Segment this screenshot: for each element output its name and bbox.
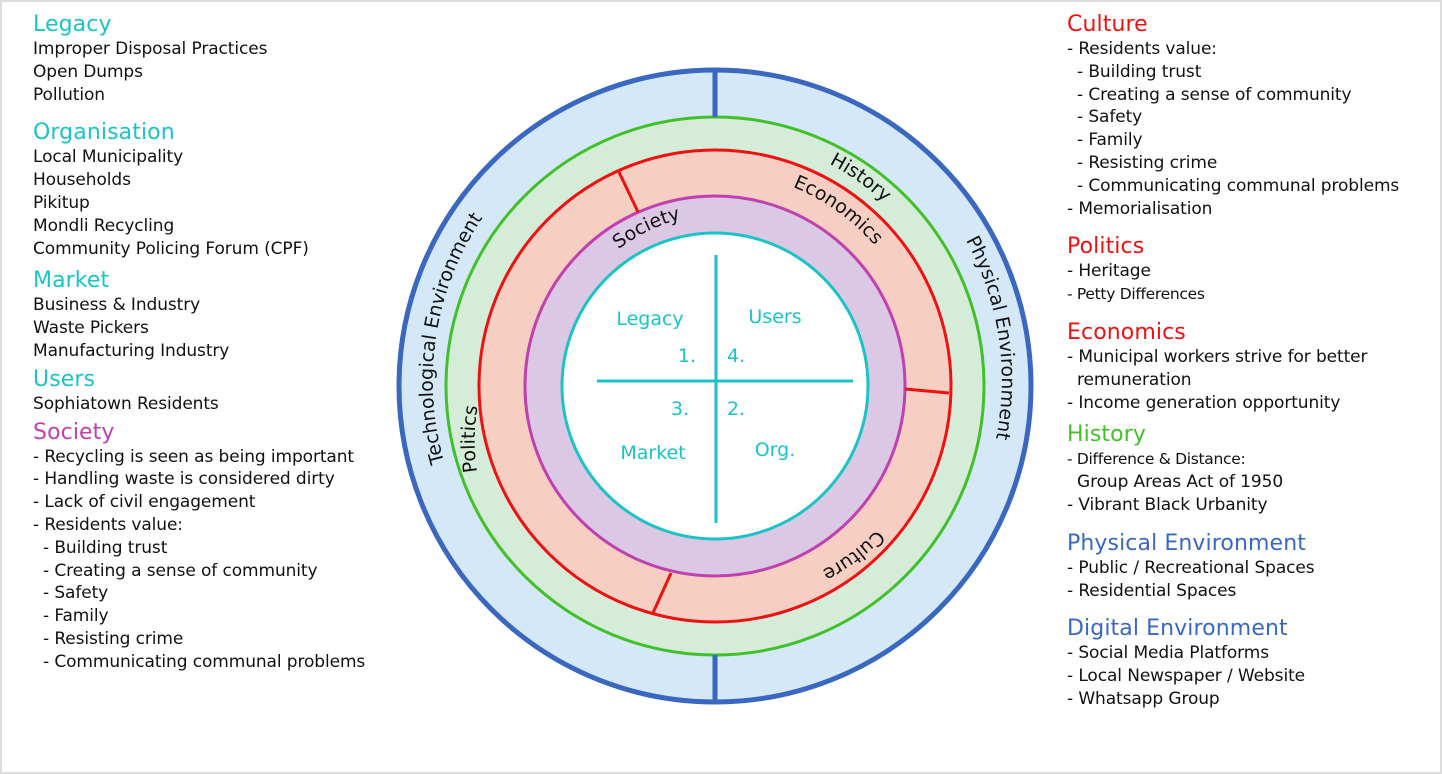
market-item: Waste Pickers (33, 318, 149, 339)
economics-heading: Economics (1067, 319, 1186, 345)
red-ring-divider (651, 572, 673, 614)
society-section: Society - Recycling is seen as being imp… (33, 420, 403, 674)
physical-environment-item: - Public / Recreational Spaces (1067, 557, 1315, 578)
legacy-heading: Legacy (33, 12, 112, 37)
organisation-item: Mondli Recycling (33, 215, 175, 236)
society-sub-item: - Safety (43, 583, 109, 604)
organisation-item: Households (33, 170, 131, 191)
physical-environment-heading: Physical Environment (1067, 530, 1306, 556)
quadrant-number-2: 2. (727, 398, 745, 420)
legacy-item: Open Dumps (33, 61, 143, 82)
economics-section: Economics - Municipal workers strive for… (1067, 320, 1437, 414)
digital-environment-section: Digital Environment - Social Media Platf… (1067, 616, 1437, 710)
economics-item: - Income generation opportunity (1067, 392, 1341, 413)
quadrant-number-1: 1. (678, 345, 696, 367)
market-item: Manufacturing Industry (33, 340, 230, 361)
culture-sub-item: - Communicating communal problems (1077, 175, 1400, 196)
society-item: - Handling waste is considered dirty (33, 469, 335, 490)
organisation-heading: Organisation (33, 120, 175, 146)
red-ring-divider (904, 387, 950, 395)
quadrant-label-org: Org. (755, 439, 796, 461)
society-sub-item: - Family (43, 606, 109, 627)
history-item: - Vibrant Black Urbanity (1067, 494, 1268, 515)
economics-item: remuneration (1077, 369, 1192, 390)
politics-item: - Petty Differences (1067, 285, 1205, 304)
users-heading: Users (33, 366, 96, 392)
legacy-item: Pollution (33, 84, 105, 105)
digital-environment-item: - Social Media Platforms (1067, 643, 1269, 664)
organisation-item: Pikitup (33, 192, 90, 213)
market-item: Business & Industry (33, 295, 201, 316)
quadrant-label-legacy: Legacy (616, 308, 683, 330)
right-panel: Culture - Residents value: - Building tr… (1067, 12, 1437, 711)
digital-environment-item: - Local Newspaper / Website (1067, 666, 1305, 687)
culture-item: - Residents value: (1067, 39, 1217, 59)
history-item: Group Areas Act of 1950 (1077, 472, 1284, 493)
society-sub-item: - Communicating communal problems (43, 651, 366, 672)
society-sub-item: - Building trust (43, 537, 168, 558)
organisation-item: Local Municipality (33, 147, 184, 168)
quadrant-label-market: Market (620, 442, 685, 464)
culture-sub-item: - Building trust (1077, 61, 1202, 82)
politics-section: Politics - Heritage - Petty Differences (1067, 234, 1437, 306)
society-item: - Residents value: (33, 514, 183, 535)
society-sub-item: - Creating a sense of community (43, 560, 318, 581)
society-item: - Recycling is seen as being important (33, 446, 354, 467)
market-heading: Market (33, 268, 110, 294)
left-panel: Legacy Improper Disposal Practices Open … (33, 12, 403, 674)
culture-sub-item: - Resisting crime (1077, 152, 1218, 173)
culture-heading: Culture (1067, 12, 1148, 37)
organisation-section: Organisation Local Municipality Househol… (33, 120, 403, 260)
organisation-item: Community Policing Forum (CPF) (33, 238, 309, 259)
market-section: Market Business & Industry Waste Pickers… (33, 268, 403, 362)
politics-item: - Heritage (1067, 261, 1151, 282)
legacy-section: Legacy Improper Disposal Practices Open … (33, 12, 403, 106)
culture-sub-item: - Family (1077, 130, 1143, 151)
culture-sub-item: - Safety (1077, 107, 1143, 128)
culture-section: Culture - Residents value: - Building tr… (1067, 12, 1437, 220)
history-heading: History (1067, 422, 1146, 448)
culture-item: - Memorialisation (1067, 198, 1213, 219)
users-section: Users Sophiatown Residents (33, 367, 403, 416)
economics-item: - Municipal workers strive for better (1067, 346, 1368, 367)
society-item: - Lack of civil engagement (33, 492, 256, 513)
red-ring-divider (616, 169, 640, 213)
quadrant-number-3: 3. (671, 398, 689, 420)
quadrant-number-4: 4. (727, 345, 745, 367)
physical-environment-item: - Residential Spaces (1067, 580, 1237, 601)
history-item: - Difference & Distance: (1067, 450, 1246, 469)
society-sub-item: - Resisting crime (43, 628, 184, 649)
history-section: History - Difference & Distance: Group A… (1067, 422, 1437, 516)
digital-environment-item: - Whatsapp Group (1067, 688, 1220, 709)
digital-environment-heading: Digital Environment (1067, 616, 1288, 642)
quadrant-label-users: Users (748, 306, 801, 328)
politics-heading: Politics (1067, 234, 1145, 260)
physical-environment-section: Physical Environment - Public / Recreati… (1067, 531, 1437, 603)
society-heading: Society (33, 419, 115, 445)
legacy-item: Improper Disposal Practices (33, 39, 268, 59)
culture-sub-item: - Creating a sense of community (1077, 84, 1352, 105)
users-item: Sophiatown Residents (33, 393, 219, 414)
